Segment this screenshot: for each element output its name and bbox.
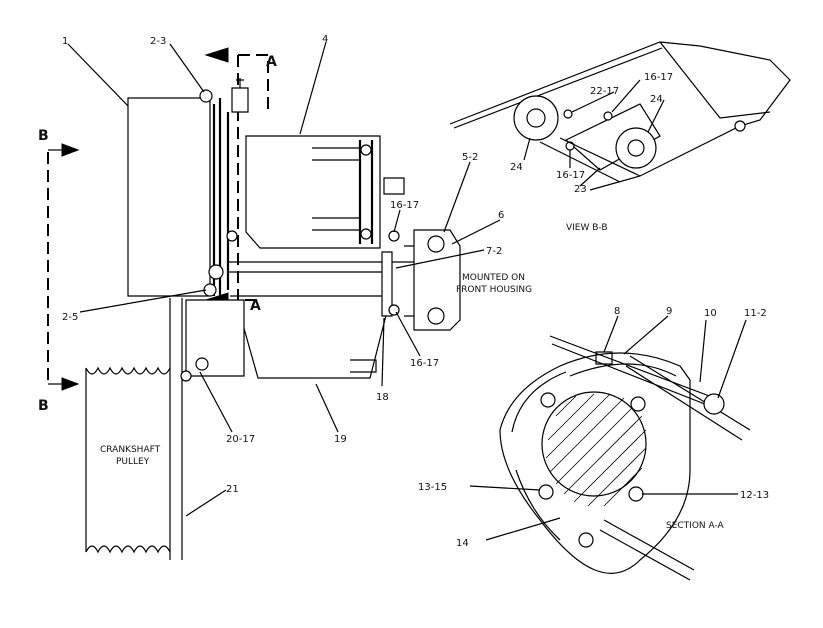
caption-mounted-line-1: MOUNTED ON (462, 273, 525, 283)
caption-crankshaft-line-1: CRANKSHAFT (100, 445, 161, 455)
callout-4: 4 (322, 34, 328, 45)
section-aa-callout-11-2: 11-2 (744, 308, 767, 319)
section-aa-callout-9: 9 (666, 306, 672, 317)
top-nut (199, 89, 213, 103)
section-mark-a-top: A (266, 54, 277, 70)
section-aa-callout-12-13: 12-13 (740, 490, 769, 501)
caption-section-aa: SECTION A-A (666, 521, 725, 531)
alternator-shaft (228, 261, 384, 273)
view-bb-callout-22-17: 22-17 (590, 86, 619, 97)
arrow-b-top (61, 143, 80, 157)
section-aa-hatching (545, 393, 647, 507)
drive-belt (169, 298, 183, 560)
callout-5-2: 5-2 (462, 152, 478, 163)
lower-bracket (230, 295, 391, 379)
callout-2-3: 2-3 (150, 36, 166, 47)
callout-16-17-top: 16-17 (390, 200, 419, 211)
callout-1: 1 (62, 36, 68, 47)
caption-mounted-line-2: FRONT HOUSING (456, 285, 532, 295)
mounting-bracket (245, 135, 381, 249)
caption-view-bb: VIEW B-B (566, 223, 608, 233)
section-mark-b-top: B (38, 128, 49, 144)
view-bb-callout-23: 23 (574, 184, 587, 195)
section-mark-a-bottom: A (250, 298, 261, 314)
section-aa-callout-10: 10 (704, 308, 717, 319)
section-mark-b-bottom: B (38, 398, 49, 414)
top-bolt (231, 87, 249, 113)
callout-2-5: 2-5 (62, 312, 78, 323)
arrow-a-top (204, 47, 229, 63)
view-bb-callout-24-left: 24 (510, 162, 523, 173)
callout-6: 6 (498, 210, 504, 221)
callout-16-17-bottom: 16-17 (410, 358, 439, 369)
callout-18: 18 (376, 392, 389, 403)
view-bb-callout-24-right: 24 (650, 94, 663, 105)
callout-7-2: 7-2 (486, 246, 502, 257)
caption-crankshaft-line-2: PULLEY (116, 457, 150, 467)
front-housing-bracket (413, 229, 461, 331)
section-aa-adjusting-rod (549, 335, 721, 411)
section-aa-pivot-bolt (703, 393, 725, 415)
callout-19: 19 (334, 434, 347, 445)
section-aa-callout-8: 8 (614, 306, 620, 317)
section-aa-housing (499, 352, 691, 574)
crankshaft-pulley (85, 366, 171, 554)
view-bb-callout-16-17-bottom: 16-17 (556, 170, 585, 181)
view-bb-housing (449, 41, 791, 191)
callout-21: 21 (226, 484, 239, 495)
view-bb-callout-16-17-top: 16-17 (644, 72, 673, 83)
arrow-b-bottom (61, 377, 80, 391)
section-aa-callout-14: 14 (456, 538, 469, 549)
section-aa-hatched-shaft (541, 391, 647, 497)
alternator-body (127, 97, 211, 297)
callout-20-17: 20-17 (226, 434, 255, 445)
section-aa-callout-13-15: 13-15 (418, 482, 447, 493)
